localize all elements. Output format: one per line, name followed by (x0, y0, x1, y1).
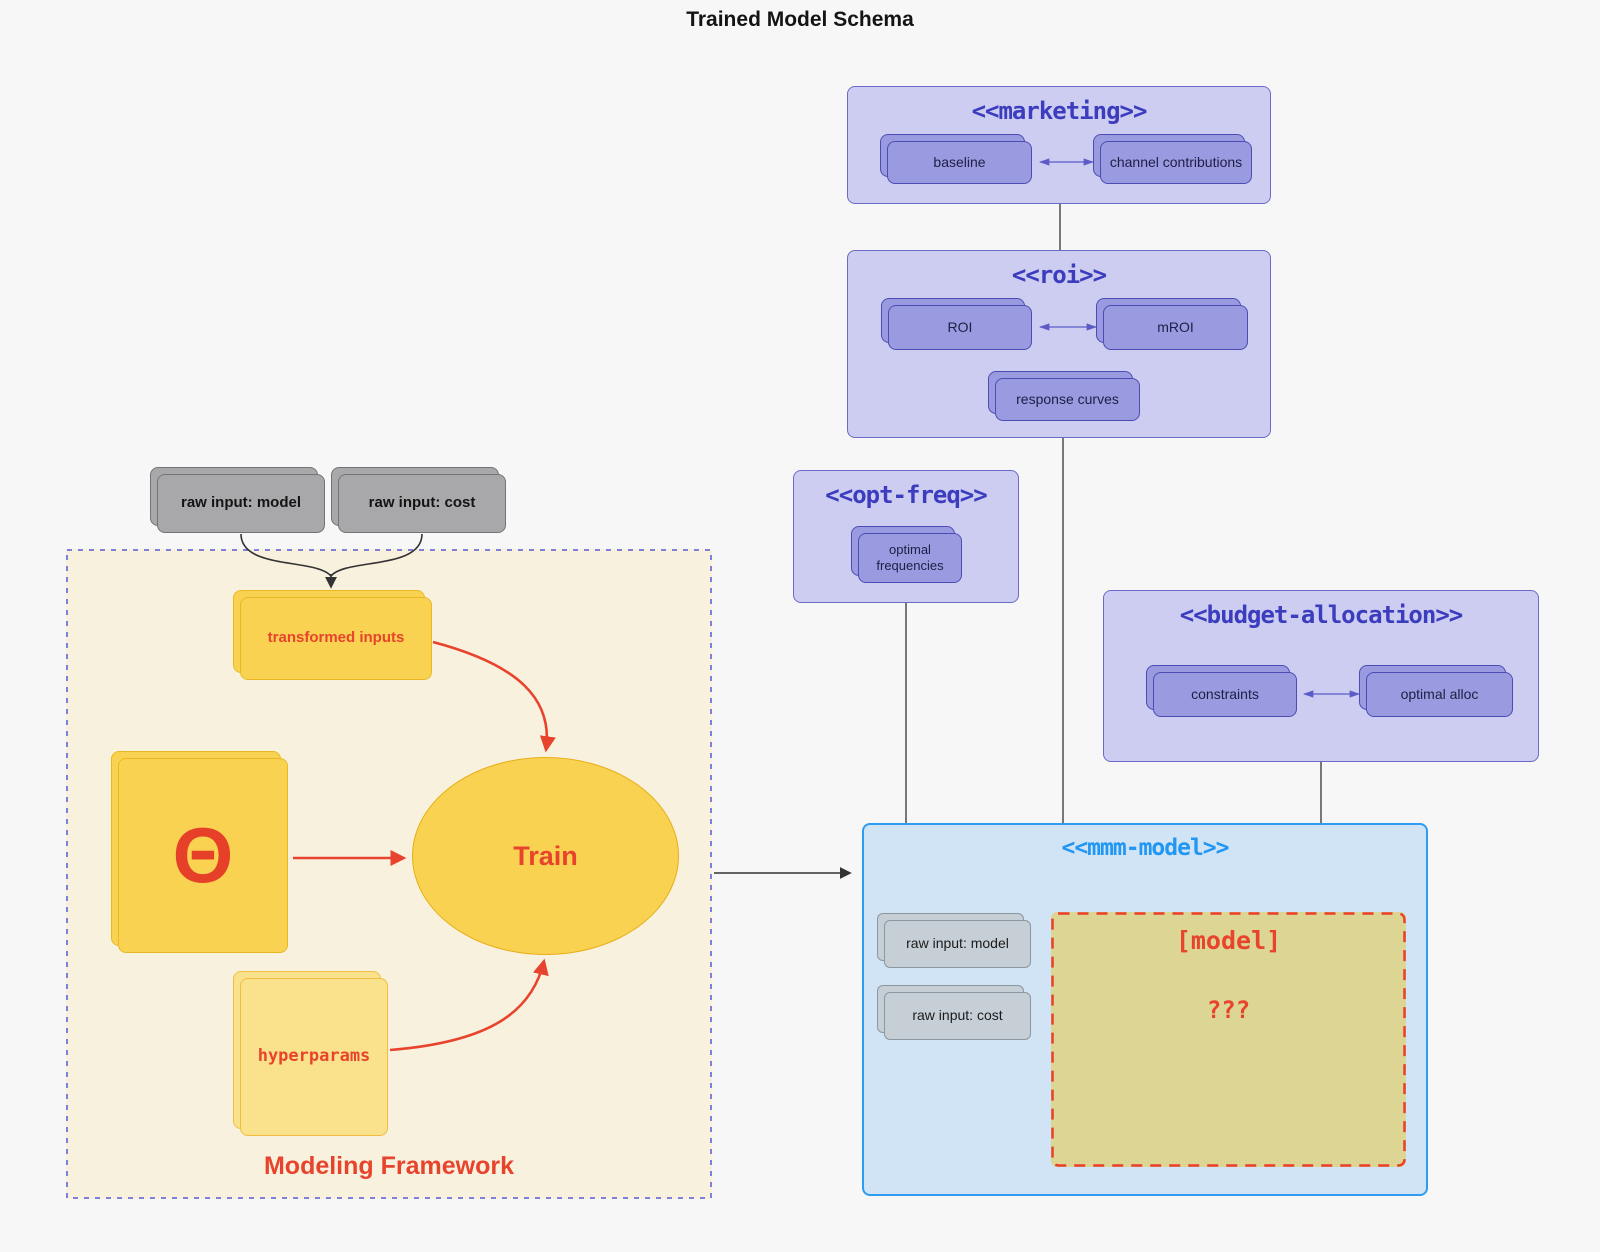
node-mmm-raw-input-cost-label: raw input: cost (912, 1007, 1003, 1024)
node-response-curves: response curves (988, 371, 1140, 421)
node-mmm-raw-input-cost: raw input: cost (877, 985, 1031, 1040)
node-raw-input-cost-label: raw input: cost (368, 494, 476, 512)
node-theta-label: Θ (172, 810, 234, 899)
node-raw-input-model-label: raw input: model (181, 494, 301, 512)
node-train: Train (412, 757, 679, 955)
group-mmm-model-title: <<mmm-model>> (1061, 835, 1229, 861)
node-mmm-raw-input-model: raw input: model (877, 913, 1031, 968)
group-roi-title: <<roi>> (1011, 261, 1107, 289)
node-train-label: Train (513, 840, 578, 871)
node-mmm-raw-input-model-label: raw input: model (906, 935, 1009, 952)
node-channel-contributions-label: channel contributions (1109, 153, 1243, 170)
node-optimal-alloc-label: optimal alloc (1400, 685, 1479, 702)
node-constraints: constraints (1146, 665, 1297, 717)
group-budget-allocation-title: <<budget-allocation>> (1179, 601, 1463, 629)
node-transformed-inputs: transformed inputs (233, 590, 432, 680)
node-baseline: baseline (880, 134, 1032, 184)
node-mroi: mROI (1096, 298, 1248, 350)
diagram-title: Trained Model Schema (686, 8, 914, 31)
node-roi-label: ROI (947, 318, 973, 335)
modeling-framework-label: Modeling Framework (263, 1152, 515, 1180)
node-optimal-frequencies-label: optimal frequencies (876, 541, 944, 573)
node-optimal-frequencies: optimal frequencies (851, 526, 962, 583)
node-model-unknown-label: ??? (1206, 996, 1251, 1024)
node-mroi-label: mROI (1157, 318, 1194, 335)
node-raw-input-cost: raw input: cost (331, 467, 506, 533)
group-marketing-title: <<marketing>> (971, 97, 1148, 125)
node-baseline-label: baseline (933, 153, 986, 170)
node-hyperparams-label: hyperparams (257, 1046, 371, 1067)
group-opt-freq-title: <<opt-freq>> (825, 481, 987, 509)
node-channel-contributions: channel contributions (1093, 134, 1252, 184)
node-roi: ROI (881, 298, 1032, 350)
node-theta: Θ (111, 751, 288, 953)
node-hyperparams: hyperparams (233, 971, 388, 1136)
node-raw-input-model: raw input: model (150, 467, 325, 533)
node-response-curves-label: response curves (1016, 390, 1119, 407)
node-constraints-label: constraints (1191, 685, 1259, 702)
node-optimal-alloc: optimal alloc (1359, 665, 1513, 717)
node-model-label: [model] (1175, 926, 1282, 955)
node-transformed-inputs-label: transformed inputs (267, 629, 405, 647)
